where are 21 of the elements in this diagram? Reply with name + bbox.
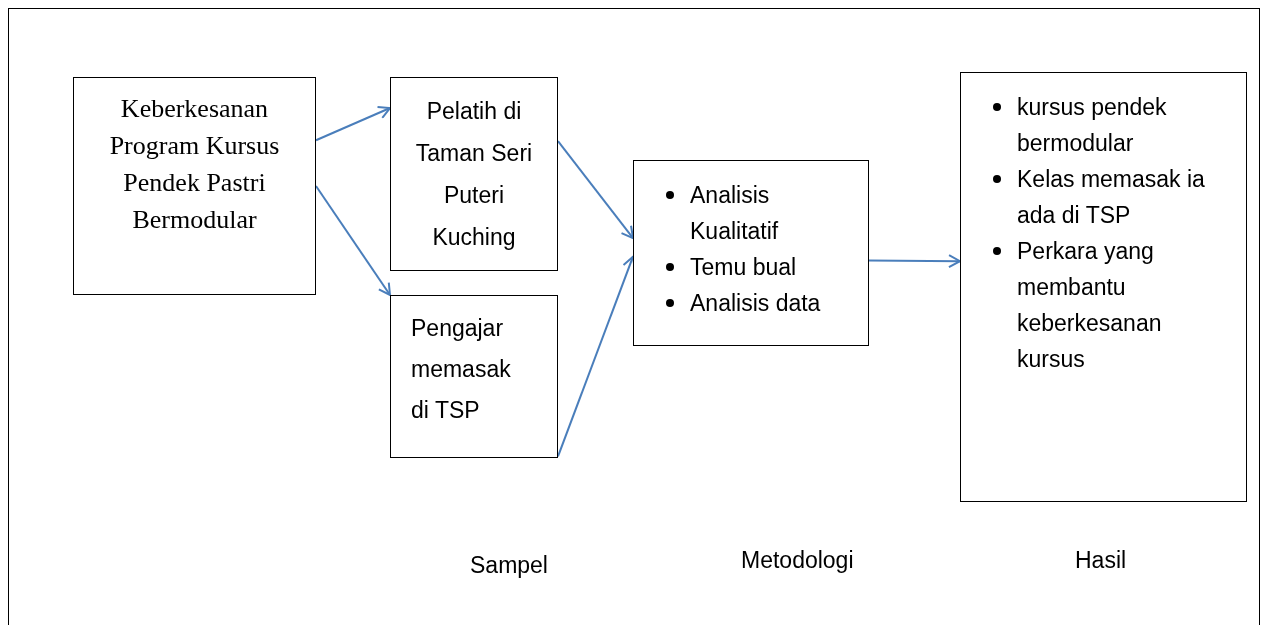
bullet-text: Analisis Kualitatif: [690, 181, 780, 246]
bullet-text: Kelas memasak ia ada di TSP: [1017, 165, 1206, 230]
process-box: [390, 295, 558, 458]
process-box: [633, 160, 869, 346]
arrow: [868, 254, 961, 269]
process-box: [390, 77, 558, 271]
arrow: [315, 185, 391, 296]
column-label: Sampel: [470, 551, 548, 580]
bullet-text: kursus pendek bermodular: [1017, 93, 1168, 158]
bullet-text: Perkara yang membantu keberkesanan kursus: [1017, 237, 1163, 374]
process-box: [73, 77, 316, 295]
bullet-text: Analisis data: [690, 289, 821, 318]
box-text: Pelatih di Taman Seri Puteri Kuching: [414, 97, 534, 252]
process-box: [960, 72, 1247, 502]
box-text: Pengajar memasak di TSP: [411, 314, 512, 425]
column-label: Metodologi: [741, 546, 854, 575]
arrow: [315, 105, 391, 142]
bullet-text: Temu bual: [690, 253, 797, 282]
arrow: [557, 140, 634, 240]
box-text: Keberkesanan Program Kursus Pendek Pastri Bermodular: [108, 93, 281, 236]
column-label: Hasil: [1075, 546, 1127, 575]
